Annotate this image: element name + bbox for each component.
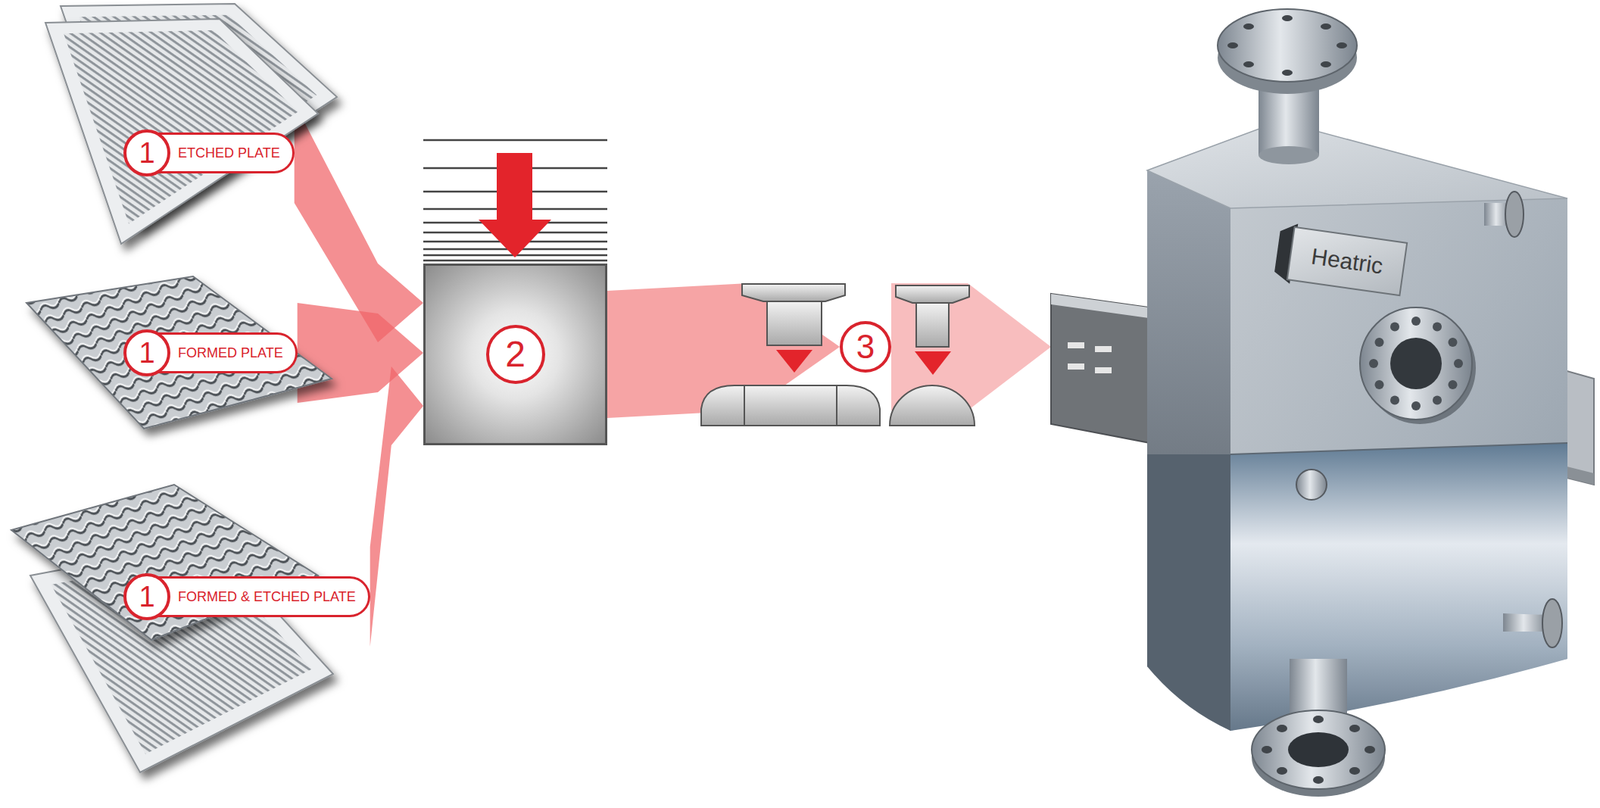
plate-label: ETCHED PLATE: [177, 146, 281, 160]
heat-exchanger-illustration-part-part: [1453, 358, 1463, 369]
heat-exchanger-illustration-part: [1390, 337, 1442, 390]
heat-exchanger-illustration-part-part: [1390, 396, 1400, 406]
plate-callout: 1 ETCHED PLATE: [124, 132, 295, 174]
forming-stamp-right-part: [895, 285, 970, 303]
diffusion-bonding-press: 2: [423, 263, 608, 446]
heat-exchanger-illustration-part: [1094, 346, 1112, 353]
heat-exchanger-illustration-part-part: [1411, 401, 1421, 411]
etched-plate-pair-part: [45, 18, 319, 244]
forming-stamp-right-part: [889, 385, 975, 426]
heat-exchanger-illustration-part-part: [1375, 380, 1385, 390]
heat-exchanger-illustration-part-part: [1243, 23, 1254, 30]
formed-plate: [26, 276, 332, 429]
heat-exchanger-illustration-part-part: [1432, 396, 1442, 406]
process-flow-wedge: [370, 366, 424, 647]
heat-exchanger-illustration-part-part: [1411, 316, 1421, 326]
heat-exchanger-illustration-part-part: [1390, 322, 1400, 332]
heat-exchanger-illustration-part: [1272, 221, 1407, 300]
heat-exchanger-illustration-part-part: [1281, 15, 1293, 22]
heat-exchanger-illustration-part: [1217, 9, 1357, 82]
brand-name: Heatric: [1309, 245, 1385, 278]
heat-exchanger-illustration-part: [1503, 613, 1549, 632]
heat-exchanger-illustration-part: [1227, 15, 1348, 76]
callout-number: 1: [123, 329, 171, 377]
heat-exchanger-illustration-part: [1067, 363, 1085, 370]
heat-exchanger-illustration-part: [1147, 121, 1568, 209]
heat-exchanger-illustration-part-part: [1281, 69, 1293, 76]
forming-stamp-right-part: [916, 302, 949, 347]
heat-exchanger-illustration-part-part: [1448, 337, 1458, 347]
heat-exchanger-illustration-part: [1094, 367, 1112, 374]
plate-stack-lines: [423, 140, 608, 261]
press-arrow: [478, 152, 552, 258]
heat-exchanger-illustration-part-part: [1364, 745, 1376, 754]
plate-callout: 1 FORMED & ETCHED PLATE: [124, 576, 371, 618]
heat-exchanger: Heatric: [1051, 7, 1595, 803]
forming-stamp-left-part: [767, 301, 822, 346]
callout-number: 1: [123, 129, 171, 177]
heat-exchanger-illustration-part-part: [1336, 42, 1348, 49]
heat-exchanger-illustration-part: [1261, 715, 1376, 784]
etched-plate-pair-part: [63, 30, 299, 224]
heat-exchanger-illustration-part-part: [1227, 42, 1239, 49]
heat-exchanger-illustration-part: [1147, 454, 1231, 731]
heat-exchanger-illustration-part-part: [1276, 724, 1288, 733]
heat-exchanger-illustration-part-part: [1448, 380, 1458, 390]
heat-exchanger-illustration-part-part: [1243, 61, 1254, 68]
callout-number: 3: [856, 330, 875, 364]
heat-exchanger-illustration-part: [1147, 170, 1231, 731]
heat-exchanger-illustration-part: [1230, 442, 1568, 731]
heat-exchanger-illustration-part-part: [1432, 322, 1442, 332]
heat-exchanger-illustration-part: [1542, 598, 1563, 648]
heat-exchanger-illustration-part: [1296, 469, 1327, 500]
heat-exchanger-illustration-part: [1067, 342, 1085, 349]
forming-stamp-right-part: [914, 351, 952, 375]
heat-exchanger-illustration-part: [1288, 732, 1349, 768]
forming-stamp-left-part: [776, 349, 813, 373]
heat-exchanger-illustration-part-part: [1287, 227, 1407, 296]
heat-exchanger-illustration-part: [1369, 316, 1463, 411]
plate-stack-lines-part: [423, 259, 608, 262]
step-circle: 3: [839, 321, 892, 373]
heat-exchanger-illustration-part-part: [1349, 724, 1360, 733]
forming-stamp-left-part: [701, 385, 880, 426]
callout-number: 2: [486, 324, 546, 384]
heat-exchanger-illustration-part-part: [1375, 337, 1385, 347]
heat-exchanger-illustration-part-part: [1313, 715, 1324, 724]
formed-plate-part: [26, 276, 332, 429]
forming-stamp-right: [889, 285, 975, 426]
heat-exchanger-illustration-part-part: [1349, 767, 1360, 775]
heat-exchanger-illustration-part: [1251, 710, 1385, 790]
heat-exchanger-illustration-part-part: [1261, 745, 1273, 754]
heat-exchanger-illustration-part-part: [1313, 776, 1324, 784]
plate-stack-lines-part: [423, 139, 608, 142]
heat-exchanger-illustration-part-part: [1320, 61, 1332, 68]
formed-and-etched-plate-pair: [11, 484, 334, 773]
heat-exchanger-illustration-part-part: [1276, 767, 1288, 775]
callout-number: 1: [123, 573, 171, 621]
heat-exchanger-illustration-part-part: [1320, 23, 1332, 30]
heat-exchanger-illustration-part: [1230, 198, 1568, 731]
heat-exchanger-illustration-part: [1230, 442, 1568, 455]
forming-stamp-left-part: [743, 385, 746, 426]
forming-stamp-left-part: [742, 283, 846, 302]
heat-exchanger-illustration-part: [1258, 146, 1320, 165]
heat-exchanger-illustration-part-part: [1369, 358, 1379, 369]
plate-callout: 1 FORMED PLATE: [124, 332, 298, 374]
etched-plate-pair: [45, 3, 337, 244]
plate-label: FORMED & ETCHED PLATE: [177, 589, 356, 604]
forming-stamp-left-part: [835, 385, 838, 426]
heat-exchanger-illustration-part: [1359, 307, 1473, 420]
plate-label: FORMED PLATE: [177, 346, 284, 360]
heat-exchanger-illustration: [1051, 9, 1594, 797]
heat-exchanger-illustration-part: [1505, 191, 1524, 238]
